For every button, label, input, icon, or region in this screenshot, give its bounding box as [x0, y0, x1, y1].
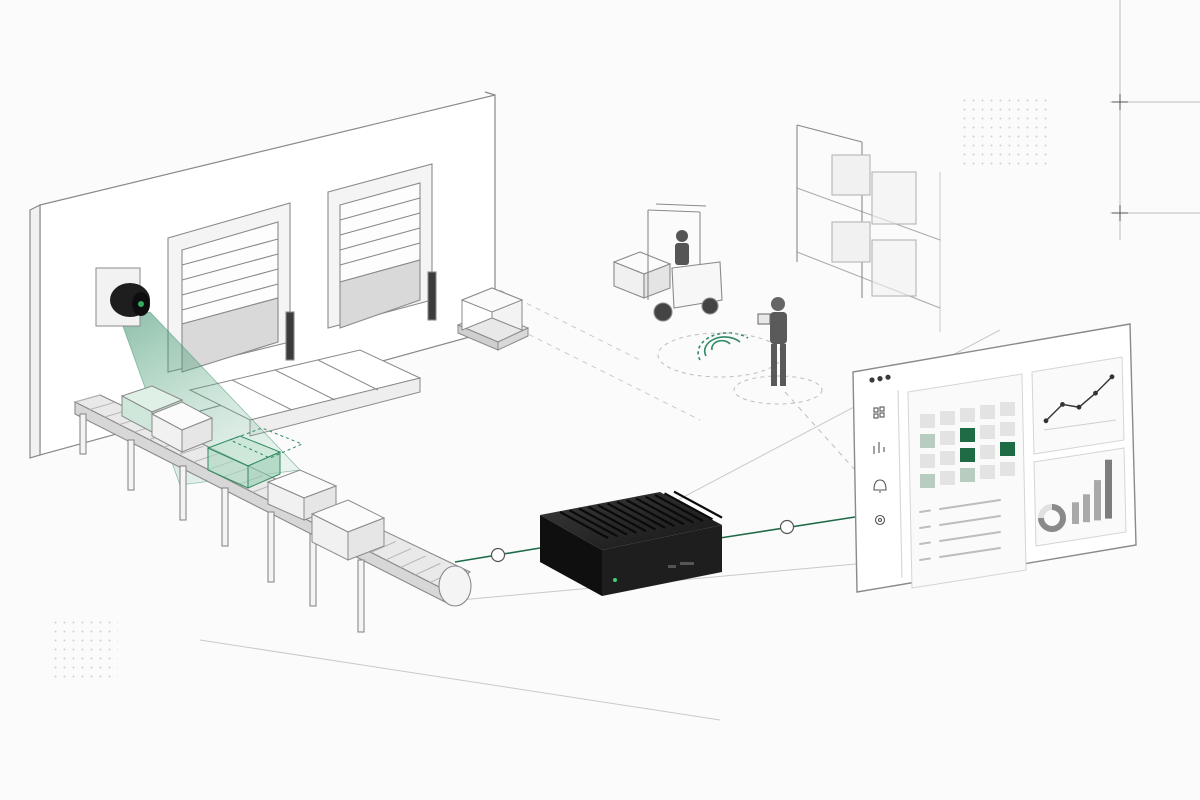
heatmap-cell [980, 405, 995, 419]
device-vent [606, 502, 657, 531]
conveyor-boxes [120, 385, 386, 561]
box-2 [150, 401, 214, 453]
bar [1094, 480, 1101, 521]
forklift-driver [675, 230, 689, 265]
device-vent [578, 507, 628, 536]
bar [1072, 502, 1079, 524]
conveyor-roller [178, 445, 204, 456]
heatmap-cell [920, 414, 935, 428]
list-row-bar [939, 531, 1001, 542]
box-5 [310, 499, 386, 561]
line-chart-panel [1031, 356, 1125, 455]
bar-donut-panel [1033, 447, 1127, 547]
device-vent [597, 504, 647, 533]
grid-icon [873, 406, 885, 419]
decor-dot-grid-bottom-left [48, 618, 118, 678]
decor-dot-grid-top-right [960, 98, 1050, 168]
heatmap-cell [980, 425, 995, 439]
line-chart-point [1060, 402, 1065, 407]
dock-platform [188, 349, 422, 437]
heatmap-cell [940, 471, 955, 485]
heatmap-cell [980, 445, 995, 459]
device-vent [673, 490, 723, 519]
heatmap-cell [940, 431, 955, 445]
line-chart-point [1076, 404, 1082, 410]
device-vent [644, 495, 695, 524]
device-vent [568, 509, 619, 538]
heatmap-panel [907, 373, 1027, 589]
edge-computer-icon [540, 490, 723, 596]
list-row-marker [919, 557, 931, 561]
gear-icon [874, 514, 886, 526]
camera-icon [95, 267, 150, 327]
device-vent [635, 497, 685, 526]
chart-icon [873, 442, 885, 454]
bar [1105, 459, 1112, 519]
bar [1083, 494, 1090, 523]
pallet-boxes-icon [456, 287, 530, 351]
heatmap-cell [920, 474, 935, 488]
conveyor-roller [400, 555, 426, 568]
heatmap-cell [940, 451, 955, 465]
device-vent [654, 494, 704, 522]
connection-node-right [779, 519, 795, 535]
donut-arc [1038, 504, 1066, 532]
line-chart-axis [1043, 419, 1117, 431]
loading-dock-left [167, 202, 295, 373]
conveyor-roller [74, 394, 101, 403]
heatmap-cell [920, 454, 935, 468]
line-chart-point [1109, 374, 1115, 380]
device-vent [663, 492, 714, 521]
conveyor-roller [385, 548, 412, 561]
device-vent [559, 511, 609, 539]
decor-crosshair-lines [1110, 0, 1200, 240]
list-row-bar [939, 515, 1001, 526]
loading-dock-right [327, 163, 437, 329]
heatmap-cell [1000, 462, 1015, 476]
heatmap-cell [960, 448, 975, 462]
heatmap-cell [1000, 422, 1015, 436]
conveyor-roller [415, 562, 441, 576]
heatmap-cell [980, 465, 995, 479]
heatmap-cell [940, 411, 955, 425]
window-controls [869, 374, 891, 383]
dashboard-sidebar [873, 389, 903, 579]
line-chart-point [1093, 390, 1098, 396]
device-vent [616, 500, 666, 529]
heatmap-cell [960, 428, 975, 442]
shelving-icon [796, 124, 941, 332]
line-chart-point [1043, 418, 1049, 424]
heatmap-cell [1000, 402, 1015, 416]
list-row-bar [939, 499, 1001, 510]
list-row-marker [919, 541, 931, 545]
roll-door-icon [167, 202, 291, 373]
list-row-marker [919, 525, 931, 529]
list-row-marker [919, 509, 931, 513]
connection-node-left [490, 547, 506, 563]
heatmap-cell [920, 434, 935, 448]
heatmap-cell [960, 468, 975, 482]
device-vent [625, 499, 676, 528]
device-vent [587, 505, 638, 534]
heatmap-cell [960, 408, 975, 422]
forklift-icon [612, 203, 723, 322]
worker-tablet-icon [733, 297, 823, 405]
box-scanned [206, 427, 304, 489]
heatmap-cell [1000, 442, 1015, 456]
conveyor-roller [370, 540, 397, 553]
roll-door-icon [327, 163, 433, 329]
conveyor-roller [89, 401, 115, 411]
connections [454, 391, 856, 563]
list-row-bar [939, 547, 1001, 558]
box-4 [266, 469, 338, 521]
wireless-signal-icon [657, 332, 783, 378]
dashboard-window-icon [852, 323, 1137, 593]
bell-icon [873, 479, 887, 493]
